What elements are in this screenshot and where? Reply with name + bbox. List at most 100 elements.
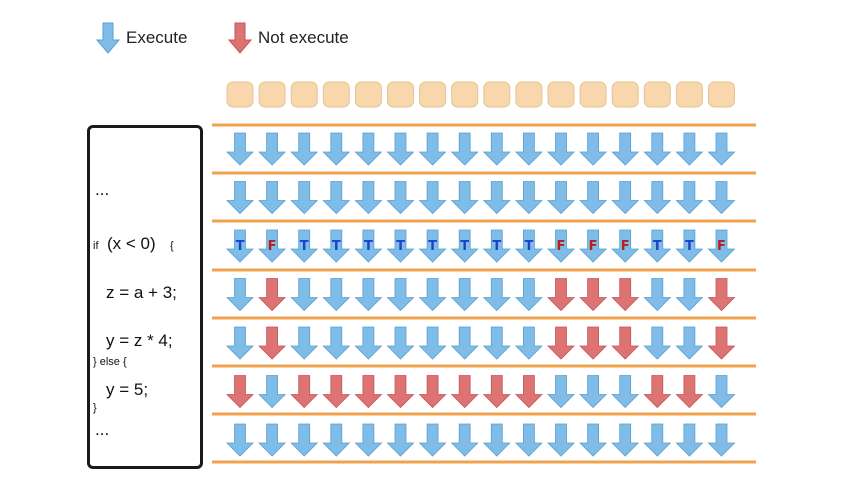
down-arrow-blue-icon: [226, 326, 254, 360]
down-arrow-blue-icon: [290, 229, 319, 263]
thread-box: [708, 81, 735, 108]
down-arrow-blue-icon: [482, 229, 511, 263]
down-arrow-red-icon: [547, 326, 575, 360]
down-arrow-blue-icon: [675, 181, 704, 215]
down-arrow-red-icon: [514, 375, 543, 409]
down-arrow-blue-icon: [226, 132, 254, 166]
code-if-condition: (x < 0): [107, 234, 156, 253]
down-arrow-blue-icon: [450, 132, 479, 166]
down-arrow-red-icon: [226, 375, 254, 409]
branch-true-label: T: [428, 239, 437, 254]
down-arrow-red-icon: [579, 278, 608, 312]
down-arrow-red-icon: [258, 326, 287, 360]
down-arrow-blue-icon: [418, 423, 447, 457]
down-arrow-blue-icon: [322, 181, 351, 215]
down-arrow-blue-icon: [579, 375, 608, 409]
down-arrow-blue-icon: [707, 375, 736, 409]
branch-false-label: F: [621, 239, 630, 254]
down-arrow-blue-icon: [675, 423, 704, 457]
down-arrow-blue-icon: [482, 181, 511, 215]
down-arrow-blue-icon: [643, 229, 672, 263]
thread-box: [419, 81, 447, 108]
down-arrow-blue-icon: [290, 132, 319, 166]
thread-box: [290, 81, 318, 108]
down-arrow-blue-icon: [643, 278, 672, 312]
thread-box: [258, 81, 286, 108]
down-arrow-blue-icon: [579, 229, 608, 263]
down-arrow-blue-icon: [386, 181, 415, 215]
down-arrow-blue-icon: [258, 181, 287, 215]
down-arrow-blue-icon: [514, 326, 543, 360]
down-arrow-red-icon: [611, 326, 640, 360]
down-arrow-blue-icon: [258, 375, 287, 409]
down-arrow-blue-icon: [514, 423, 543, 457]
down-arrow-blue-icon: [226, 229, 254, 263]
down-arrow-blue-icon: [290, 181, 319, 215]
down-arrow-blue-icon: [514, 278, 543, 312]
thread-box: [387, 81, 414, 108]
down-arrow-blue-icon: [450, 181, 479, 215]
down-arrow-blue-icon: [643, 423, 672, 457]
down-arrow-red-icon: [450, 375, 479, 409]
down-arrow-blue-icon: [258, 229, 287, 263]
down-arrow-red-icon: [675, 375, 704, 409]
down-arrow-blue-icon: [386, 229, 415, 263]
down-arrow-blue-icon: [675, 229, 704, 263]
down-arrow-red-icon: [611, 278, 640, 312]
legend-not-execute: Not execute: [228, 22, 349, 54]
down-arrow-blue-icon: [450, 326, 479, 360]
down-arrow-blue-icon: [354, 326, 383, 360]
legend-execute-label: Execute: [126, 28, 188, 47]
thread-box: [547, 81, 575, 108]
thread-box: [515, 81, 543, 108]
code-else-line: } else {: [93, 356, 127, 368]
code-y-assign: y = z * 4;: [106, 331, 173, 350]
down-arrow-red-icon: [707, 326, 736, 360]
thread-box: [483, 81, 511, 108]
down-arrow-blue-icon: [258, 423, 287, 457]
branch-true-label: T: [364, 239, 373, 254]
down-arrow-red-icon: [643, 375, 672, 409]
down-arrow-blue-icon: [386, 278, 415, 312]
down-arrow-blue-icon: [482, 423, 511, 457]
legend-not-execute-label: Not execute: [258, 28, 349, 47]
down-arrow-blue-icon: [675, 278, 704, 312]
branch-false-label: F: [557, 239, 566, 254]
down-arrow-blue-icon: [611, 375, 640, 409]
branch-true-label: T: [492, 239, 501, 254]
branch-false-label: F: [717, 239, 726, 254]
down-arrow-blue-icon: [643, 181, 672, 215]
down-arrow-blue-icon: [322, 132, 351, 166]
down-arrow-blue-icon: [482, 278, 511, 312]
down-arrow-blue-icon: [514, 229, 543, 263]
thread-box: [451, 81, 479, 108]
down-arrow-blue-icon: [547, 229, 575, 263]
branch-true-label: T: [524, 239, 533, 254]
down-arrow-blue-icon: [418, 181, 447, 215]
branch-false-label: F: [268, 239, 277, 254]
code-box: ... if (x < 0) { z = a + 3; y = z * 4; }…: [87, 125, 203, 469]
down-arrow-blue-icon: [675, 132, 704, 166]
down-arrow-blue-icon: [418, 278, 447, 312]
down-arrow-blue-icon: [226, 278, 254, 312]
thread-box: [322, 81, 350, 108]
thread-box: [675, 81, 703, 108]
code-close-brace: }: [93, 402, 97, 414]
down-arrow-blue-icon: [354, 423, 383, 457]
down-arrow-blue-icon: [707, 181, 736, 215]
down-arrow-red-icon: [290, 375, 319, 409]
down-arrow-blue-icon: [96, 22, 120, 54]
branch-true-label: T: [300, 239, 309, 254]
down-arrow-blue-icon: [547, 181, 575, 215]
down-arrow-red-icon: [322, 375, 351, 409]
down-arrow-blue-icon: [226, 423, 254, 457]
down-arrow-blue-icon: [258, 132, 287, 166]
down-arrow-blue-icon: [354, 132, 383, 166]
down-arrow-red-icon: [482, 375, 511, 409]
down-arrow-blue-icon: [675, 326, 704, 360]
down-arrow-blue-icon: [707, 229, 736, 263]
down-arrow-blue-icon: [290, 326, 319, 360]
down-arrow-blue-icon: [418, 326, 447, 360]
code-if-brace: {: [170, 240, 174, 252]
